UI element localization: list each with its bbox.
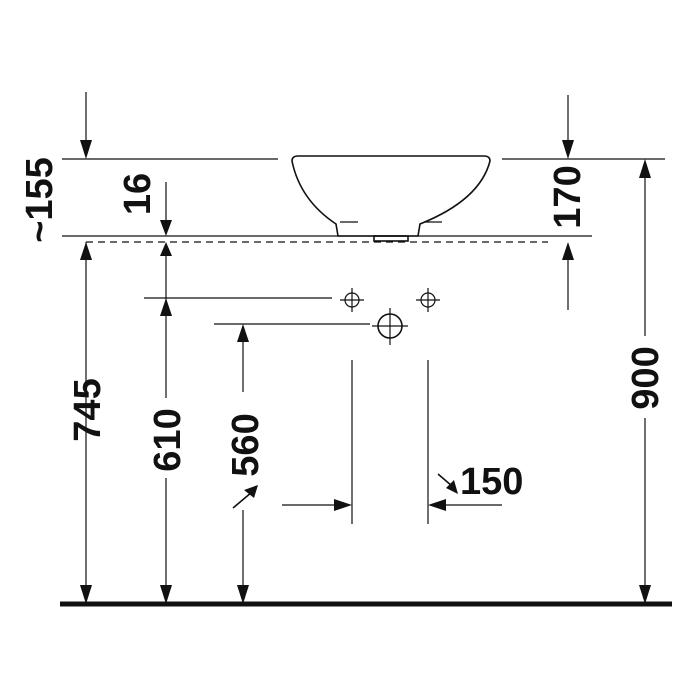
dim-150: 150: [282, 360, 523, 524]
dim-900: 900: [625, 159, 667, 604]
water-supply-left-symbol: [340, 288, 364, 312]
dim-170-label: 170: [547, 165, 589, 228]
dim-16-label: 16: [117, 173, 159, 215]
dim-610-label: 610: [147, 408, 189, 471]
drain-connection-symbol: [372, 308, 408, 345]
dim-745: 745: [67, 378, 109, 604]
dim-155: ~155: [19, 92, 92, 585]
water-supply-right-symbol: [416, 288, 440, 312]
dim-560: 560: [214, 323, 370, 604]
dim-150-label: 150: [460, 461, 523, 503]
dim-745-label: 745: [67, 378, 109, 441]
dim-170: 170: [547, 95, 589, 310]
dim-900-label: 900: [625, 346, 667, 409]
drain-outlet: [373, 235, 409, 242]
dim-610: 610: [144, 242, 332, 604]
dim-16: 16: [117, 173, 172, 236]
dim-155-label: ~155: [19, 157, 61, 243]
dim-560-label: 560: [225, 413, 267, 476]
vessel-basin: [291, 155, 491, 242]
